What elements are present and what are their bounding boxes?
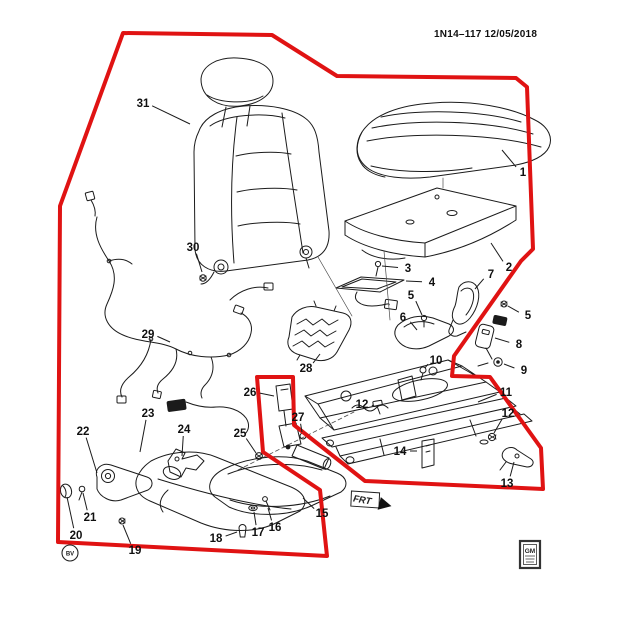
side-shield-drawing	[95, 448, 347, 531]
callout-leader-15-16	[302, 497, 315, 510]
seat-pan-drawing	[344, 177, 517, 260]
callout-2-1: 2	[506, 262, 512, 274]
callout-leader-31-32	[151, 105, 191, 125]
callout-leader-20-21	[66, 496, 75, 529]
track-rail-drawing	[237, 397, 534, 471]
callout-21-22: 21	[84, 512, 97, 524]
callout-leader-29-30	[157, 335, 171, 343]
callout-23-24: 23	[142, 408, 155, 420]
seat-back-drawing	[193, 105, 330, 285]
lumbar-mat-drawing	[287, 256, 353, 362]
callout-leader-2-1	[490, 242, 504, 262]
belt-buckle-drawing	[474, 315, 508, 367]
certification-mark: BV	[61, 544, 79, 562]
wiring-harness-drawing	[84, 190, 274, 435]
callout-26-27: 26	[244, 387, 257, 399]
gm-logo: GM	[518, 539, 542, 570]
callout-leader-25-26	[245, 438, 257, 454]
callout-leader-17-18	[253, 511, 257, 526]
callout-27-28: 27	[292, 412, 305, 424]
callout-30-31: 30	[187, 242, 200, 254]
callout-leader-1-0	[501, 149, 517, 168]
callout-leader-19-20	[122, 524, 132, 544]
callout-29-30: 29	[142, 329, 155, 341]
callout-22-23: 22	[77, 426, 90, 438]
callout-leader-18-19	[225, 531, 238, 537]
callout-10-10: 10	[430, 355, 443, 367]
callout-3-2: 3	[405, 263, 411, 275]
callout-leader-24-25	[181, 435, 184, 457]
red-boundary	[56, 31, 545, 558]
callout-leader-12-12	[371, 404, 375, 407]
callout-leader-21-22	[82, 492, 88, 511]
callout-18-19: 18	[210, 533, 223, 545]
callout-leader-8-8	[494, 337, 510, 343]
callout-9-9: 9	[521, 365, 527, 377]
callout-leader-5-4	[415, 300, 423, 316]
callout-4-3: 4	[429, 277, 436, 289]
frt-label: FRT	[352, 493, 373, 507]
callout-12-13: 12	[502, 408, 515, 420]
line-art	[59, 57, 551, 538]
callout-leader-6-6	[409, 321, 418, 331]
callout-leader-12-13	[493, 418, 503, 434]
callout-leader-4-3	[405, 280, 423, 283]
callout-leader-23-24	[139, 419, 147, 453]
callout-leader-13-14	[509, 461, 515, 477]
callout-6-6: 6	[400, 312, 406, 324]
callout-leader-28-29	[312, 353, 321, 364]
small-fasteners-drawing	[59, 483, 271, 538]
callout-20-21: 20	[70, 530, 83, 542]
callout-31-32: 31	[137, 98, 150, 110]
gm-logo-label: GM	[525, 548, 535, 555]
callout-17-18: 17	[252, 527, 265, 539]
callout-16-17: 16	[269, 522, 282, 534]
callout-5-4: 5	[408, 290, 415, 302]
callout-12-12: 12	[356, 399, 369, 411]
callout-leader-11-11	[477, 393, 497, 403]
certification-label: BV	[66, 552, 74, 558]
callout-19-20: 19	[129, 545, 142, 557]
callout-13-14: 13	[501, 478, 514, 490]
seat-cushion-drawing	[356, 101, 551, 179]
callout-leader-10-10	[424, 363, 429, 369]
callout-28-29: 28	[300, 363, 313, 375]
callout-15-16: 15	[316, 508, 329, 520]
side-member-drawing	[394, 300, 508, 350]
callout-5-5: 5	[525, 310, 532, 322]
callout-leader-22-23	[85, 437, 98, 474]
callout-leader-26-27	[259, 392, 275, 397]
callout-leader-9-9	[503, 363, 515, 369]
callout-11-11: 11	[500, 387, 513, 399]
callout-24-25: 24	[178, 424, 191, 436]
callout-leader-30-31	[195, 253, 203, 273]
callout-8-8: 8	[516, 339, 523, 351]
callout-1-0: 1	[520, 167, 527, 179]
doc-number: 1N14–117 12/05/2018	[434, 29, 537, 40]
callout-14-15: 14	[394, 446, 407, 458]
callout-leader-27-28	[300, 423, 303, 433]
callout-25-26: 25	[234, 428, 247, 440]
headrest-drawing	[200, 57, 274, 128]
frt-direction-arrow: FRT	[350, 490, 392, 510]
callout-7-7: 7	[488, 269, 494, 281]
callouts-layer: 1234556789101112121314151617181920212223…	[66, 98, 532, 557]
callout-leader-3-2	[381, 265, 399, 268]
module-plate-drawing	[335, 250, 405, 321]
callout-leader-5-5	[507, 305, 520, 313]
callout-leader-7-7	[474, 278, 485, 290]
callout-leader-16-17	[267, 507, 273, 521]
frt-arrowhead	[377, 497, 392, 510]
